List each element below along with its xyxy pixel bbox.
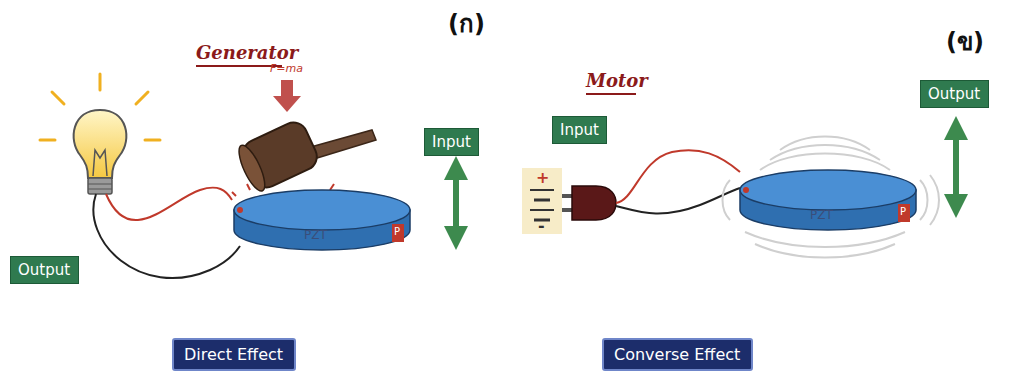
polarization-label: P	[900, 206, 906, 217]
material-label: PZT	[304, 228, 327, 242]
box-text: Input	[432, 133, 471, 151]
panel-label: (ก)	[448, 4, 485, 43]
output-tag: Output	[10, 256, 79, 284]
double-arrow	[453, 168, 459, 238]
underline	[196, 65, 282, 67]
box-text: Converse Effect	[614, 345, 740, 364]
vibration-waves	[723, 137, 940, 258]
title-generator: Generator	[196, 42, 298, 63]
effect-box: Converse Effect	[602, 338, 753, 371]
polarity-sign: -	[538, 216, 545, 235]
polarity-sign: +	[536, 168, 549, 187]
input-tag: Input	[424, 128, 479, 156]
double-arrow	[953, 128, 959, 206]
force-arrow	[273, 80, 301, 112]
disc-shape	[232, 188, 412, 252]
box-text: Output	[928, 85, 980, 103]
wire	[106, 188, 232, 220]
underline	[586, 93, 636, 95]
effect-box: Direct Effect	[172, 338, 296, 371]
input-tag: Input	[552, 116, 607, 144]
formula: F=ma	[270, 62, 303, 75]
piezo-disc: PZT P	[232, 188, 412, 252]
disc-shape	[738, 168, 918, 232]
box-text: Output	[18, 261, 70, 279]
polarization-label: P	[394, 226, 400, 237]
wire	[93, 194, 240, 278]
plug	[562, 150, 740, 220]
panel-label: (ข)	[946, 22, 984, 61]
piezo-disc: PZT P	[738, 168, 918, 232]
box-text: Direct Effect	[184, 345, 283, 364]
material-label: PZT	[810, 208, 833, 222]
title-motor: Motor	[586, 70, 648, 91]
box-text: Input	[560, 121, 599, 139]
battery-symbol	[522, 168, 562, 234]
hammer	[232, 118, 376, 196]
output-tag: Output	[920, 80, 989, 108]
light-bulb	[40, 74, 160, 194]
